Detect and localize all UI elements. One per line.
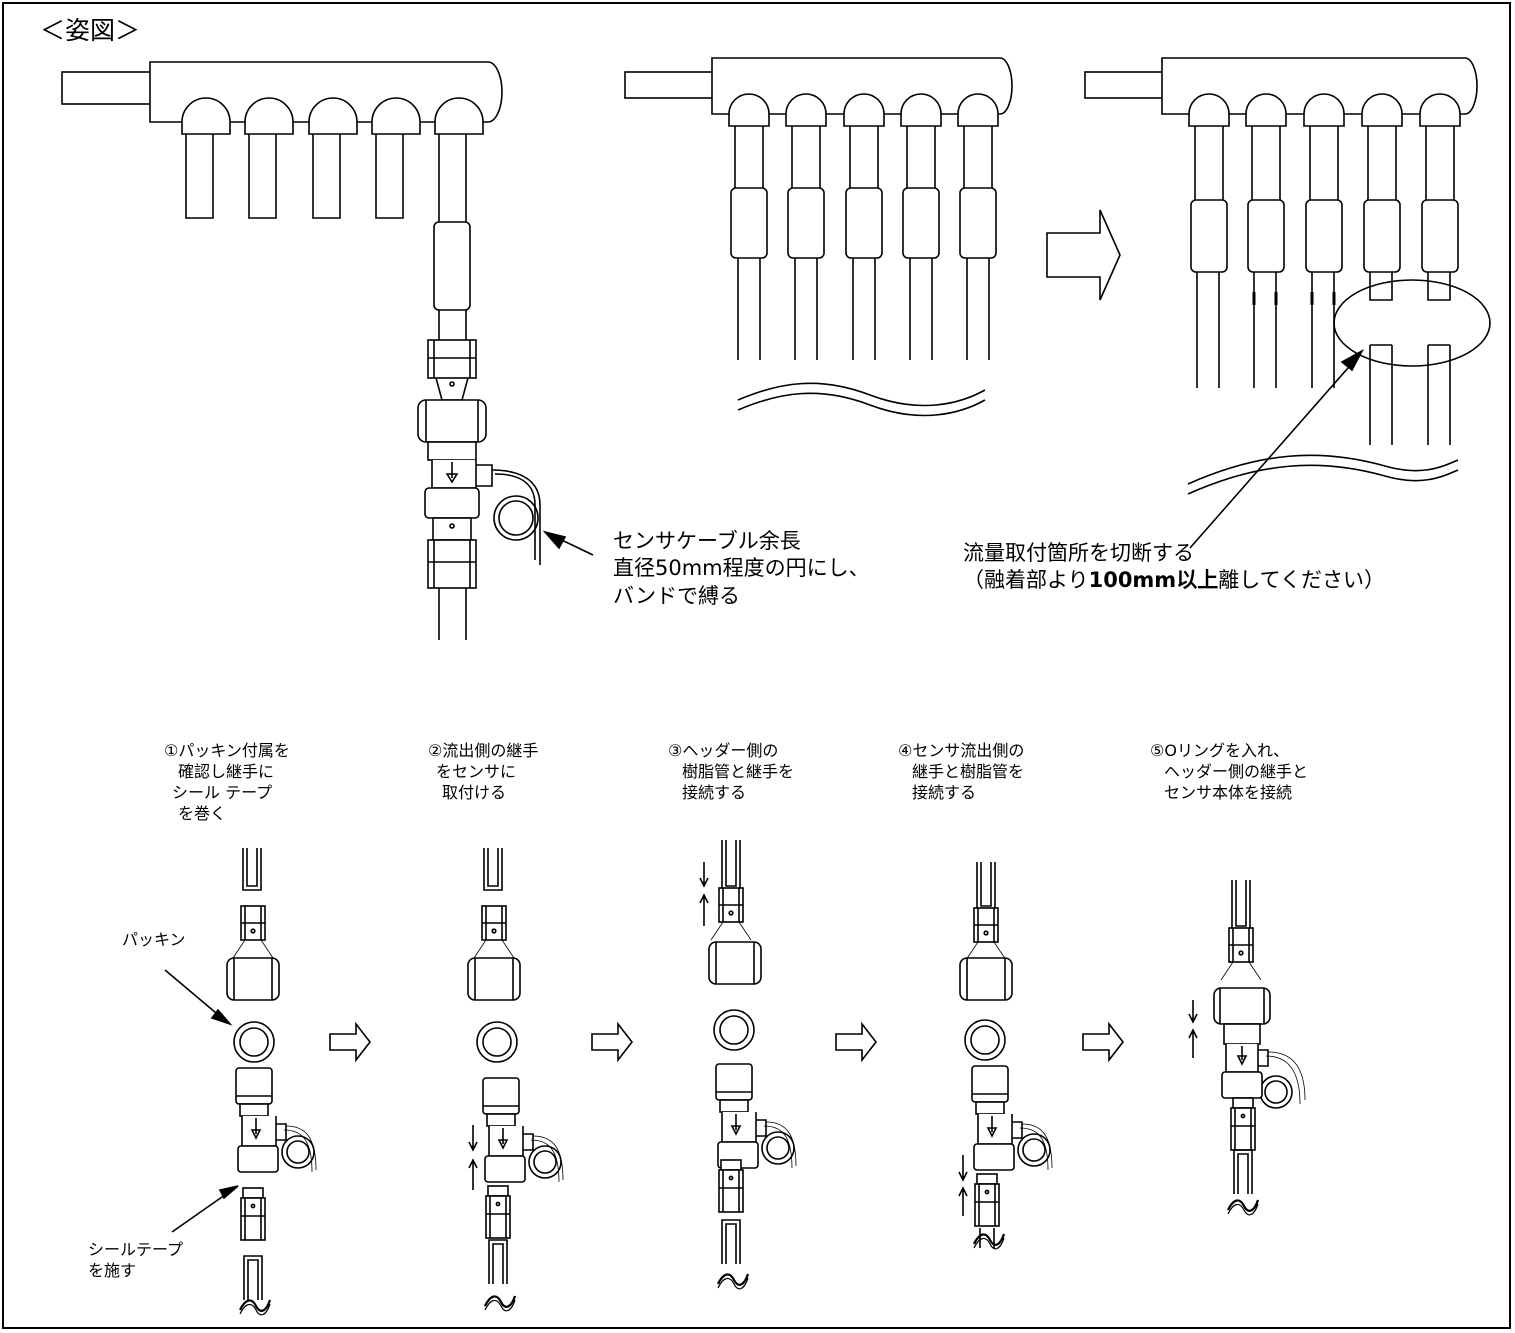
installed-sensor-top: [417, 339, 541, 640]
step-label-line: をセンサに: [436, 762, 517, 782]
step3-parts: [699, 840, 797, 1290]
cable-note-line: バンドで縛る: [613, 583, 741, 608]
cut-note-arrow: [1189, 349, 1364, 549]
step3-label: ③ヘッダー側の 樹脂管と継手を 接続する: [668, 740, 794, 803]
step-label-line: 継手と樹脂管を: [912, 762, 1025, 782]
step5-parts: [1188, 880, 1306, 1216]
seal-tape-label: シールテープ を施す: [88, 1240, 183, 1282]
step-label-line: 接続する: [912, 783, 977, 803]
header-pipe-right: [1084, 57, 1491, 495]
step-label-line: ⑤Oリングを入れ、: [1150, 741, 1290, 760]
step1-label: ①パッキン付属を 確認し継手に シール テープ を巻く: [164, 740, 290, 824]
packing-arrow: [164, 969, 223, 1019]
step2-label: ②流出側の継手 をセンサに 取付ける: [428, 740, 538, 803]
step-label-line: 取付ける: [442, 783, 507, 803]
cable-note-line: 直径50mm程度の円にし、: [613, 556, 870, 581]
header-pipe-left: [61, 61, 503, 340]
header-pipe-middle: [624, 57, 1013, 417]
cable-note-arrow: [542, 530, 594, 556]
cut-note-prefix: （融着部より: [963, 568, 1089, 593]
step-label-line: 樹脂管と継手を: [682, 762, 795, 782]
step-arrow-1: [329, 1023, 371, 1061]
cut-note-bold: 100mm以上: [1088, 568, 1219, 593]
cable-note: センサケーブル余長 直径50mm程度の円にし、 バンドで縛る: [613, 528, 870, 610]
cable-note-line: センサケーブル余長: [613, 529, 801, 553]
cut-note-suffix: 離してください）: [1218, 568, 1385, 593]
step-label-line: 接続する: [682, 783, 747, 803]
step4-parts: [958, 862, 1053, 1250]
step1-parts: [164, 847, 317, 1316]
step-label-line: ③ヘッダー側の: [668, 741, 779, 760]
step-label-line: ヘッダー側の継手と: [1164, 762, 1309, 782]
seal-tape-arrow: [171, 1189, 233, 1233]
step-arrow-4: [1082, 1023, 1124, 1061]
step-label-line: センサ本体を接続: [1164, 783, 1293, 803]
step2-parts: [467, 847, 564, 1312]
step-label-line: 確認し継手に: [178, 762, 275, 782]
step-arrow-2: [591, 1023, 633, 1061]
step-label-line: ②流出側の継手: [428, 741, 539, 760]
seal-tape-line: を施す: [88, 1260, 137, 1280]
step-arrow-3: [835, 1023, 877, 1061]
step-label-line: ①パッキン付属を: [164, 741, 290, 760]
cut-note: 流量取付箇所を切断する （融着部より100mm以上離してください）: [963, 540, 1385, 595]
step-label-line: ④センサ流出側の: [898, 741, 1025, 760]
cut-note-line1: 流量取付箇所を切断する: [963, 541, 1194, 565]
packing-label: パッキン: [122, 930, 186, 949]
step4-label: ④センサ流出側の 継手と樹脂管を 接続する: [898, 740, 1024, 803]
step5-label: ⑤Oリングを入れ、 ヘッダー側の継手と センサ本体を接続: [1150, 740, 1308, 803]
page-title: ＜姿図＞: [40, 16, 141, 45]
seal-tape-line: シールテープ: [88, 1240, 184, 1259]
flow-arrow-top: [1046, 209, 1121, 301]
step-label-line: を巻く: [178, 804, 227, 824]
step-label-line: シール テープ: [172, 783, 273, 803]
